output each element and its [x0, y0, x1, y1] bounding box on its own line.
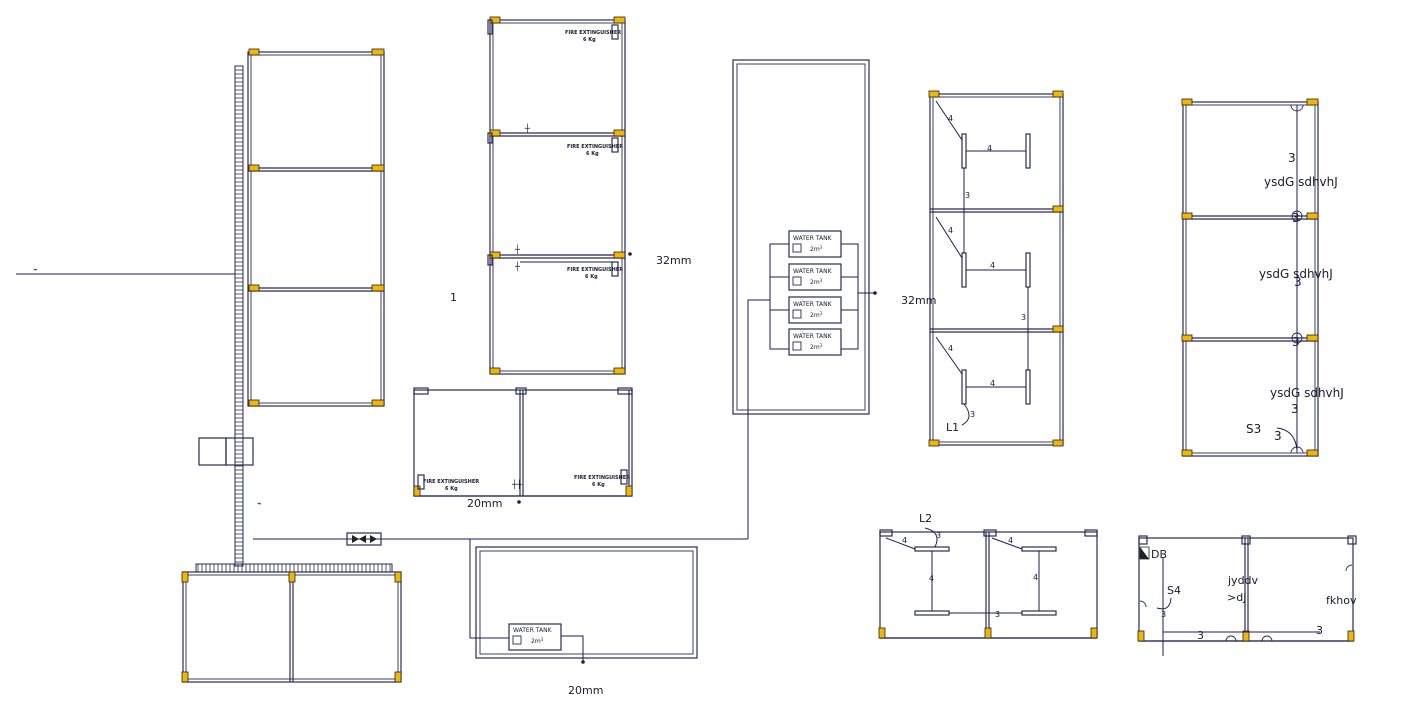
fire-ext-label-2: FIRE EXTINGUISHER	[567, 144, 623, 150]
water-tank-block: WATER TANK WATER TANK WATER TANK WATER T…	[732, 59, 936, 539]
water-tank-cap-1: 2m3	[810, 245, 823, 253]
svg-text:┼: ┼	[524, 123, 530, 133]
db-block: DB 3 S4 3 3 jyddv >dJ fkhov	[1137, 535, 1357, 656]
circuit-3-i: 3	[1274, 429, 1282, 443]
switch-s3: S3	[1246, 422, 1261, 436]
water-tank-cap-4: 2m3	[810, 343, 823, 351]
circuit-3-d: 3	[1288, 151, 1296, 165]
circuit-3-g: 3	[1292, 335, 1300, 349]
svg-text:⌁: ⌁	[33, 265, 38, 274]
switch-s4: S4	[1167, 584, 1181, 597]
fire-ext-kg-4: 6 Kg	[445, 486, 458, 492]
water-tank-cap-3: 2m3	[810, 311, 823, 319]
water-tank-cap-5: 2m3	[531, 637, 544, 645]
circuit-3-a: 3	[965, 191, 970, 200]
db-label: DB	[1151, 548, 1167, 561]
store-label: fkhov	[1326, 594, 1357, 607]
fire-ext-kg-2: 6 Kg	[586, 151, 599, 157]
room-label-right-1: ysdG sdhvhJ	[1264, 175, 1338, 189]
room-label-right-3: ysdG sdhvhJ	[1270, 386, 1344, 400]
circuit-3-j: 3	[995, 610, 1000, 619]
fire-ext-label-5: FIRE EXTINGUISHER	[574, 475, 630, 481]
circuit-3-n: 3	[1316, 624, 1323, 637]
circuit-4-a: 4	[948, 114, 953, 123]
circuit-3-e: 3	[1292, 211, 1300, 225]
pipe-size-20mm-b: 20mm	[568, 684, 603, 697]
circuit-4-c: 4	[948, 226, 953, 235]
circuit-4-j: 4	[1033, 573, 1038, 582]
circuit-3-m: 3	[1197, 629, 1204, 642]
switch-l2: L2	[919, 512, 932, 525]
bottom-lighting-block: 4 4 4 4 3 3 L2	[878, 512, 1098, 639]
water-tank-label-2: WATER TANK	[793, 268, 833, 275]
water-tank-cap-2: 2m3	[810, 278, 823, 286]
water-tank-label-3: WATER TANK	[793, 301, 833, 308]
kitchen-label: jyddv	[1227, 574, 1259, 587]
circuit-4-e: 4	[948, 344, 953, 353]
circuit-3-c: 3	[970, 410, 975, 419]
circuit-3-k: 3	[936, 531, 941, 540]
circuit-4-f: 4	[990, 379, 995, 388]
left-building-block: ⌁ ⌁	[16, 48, 748, 683]
water-tank-label-5: WATER TANK	[513, 627, 553, 634]
fire-ext-label-3: FIRE EXTINGUISHER	[567, 267, 623, 273]
fire-ext-kg-3: 6 Kg	[585, 274, 598, 280]
circuit-3-l: 3	[1161, 610, 1166, 619]
fire-ext-label-4: FIRE EXTINGUISHER	[423, 479, 479, 485]
circuit-4-i: 4	[929, 574, 934, 583]
room-number: 1	[450, 291, 457, 304]
bottom-water-tank-block: WATER TANK 2m3 20mm	[469, 539, 698, 697]
fire-ext-kg-5: 6 Kg	[592, 482, 605, 488]
circuit-3-f: 3	[1294, 275, 1302, 289]
svg-text:┼: ┼	[514, 244, 520, 254]
circuit-4-d: 4	[990, 261, 995, 270]
fire-ext-kg-1: 6 Kg	[583, 37, 596, 43]
svg-text:┼: ┼	[514, 261, 520, 271]
right-room-block: 3 ysdG sdhvhJ 3 ysdG sdhvhJ 3 3 ysdG sdh…	[1181, 98, 1344, 457]
pipe-size-32mm-a: 32mm	[656, 254, 691, 267]
circuit-4-h: 4	[1008, 536, 1013, 545]
switch-l1: L1	[946, 421, 959, 434]
circuit-4-b: 4	[987, 144, 992, 153]
water-tank-label-4: WATER TANK	[793, 333, 833, 340]
fire-ext-label-1: FIRE EXTINGUISHER	[565, 30, 621, 36]
room-label-right-2: ysdG sdhvhJ	[1259, 267, 1333, 281]
svg-text:⌁: ⌁	[257, 499, 262, 508]
circuit-4-g: 4	[902, 536, 907, 545]
pipe-size-20mm-a: 20mm	[467, 497, 502, 510]
circuit-3-h: 3	[1291, 402, 1299, 416]
pipe-size-32mm-b: 32mm	[901, 294, 936, 307]
kitchen-label-2: >dJ	[1227, 591, 1246, 604]
fire-extinguisher-block: FIRE EXTINGUISHER 6 Kg FIRE EXTINGUISHER…	[413, 16, 691, 510]
svg-text:┼┼: ┼┼	[511, 479, 522, 489]
circuit-3-b: 3	[1021, 313, 1026, 322]
lighting-layout-block: 4 4 3 4 4 3 4 4 3 L1	[928, 90, 1064, 447]
water-tank-label-1: WATER TANK	[793, 235, 833, 242]
